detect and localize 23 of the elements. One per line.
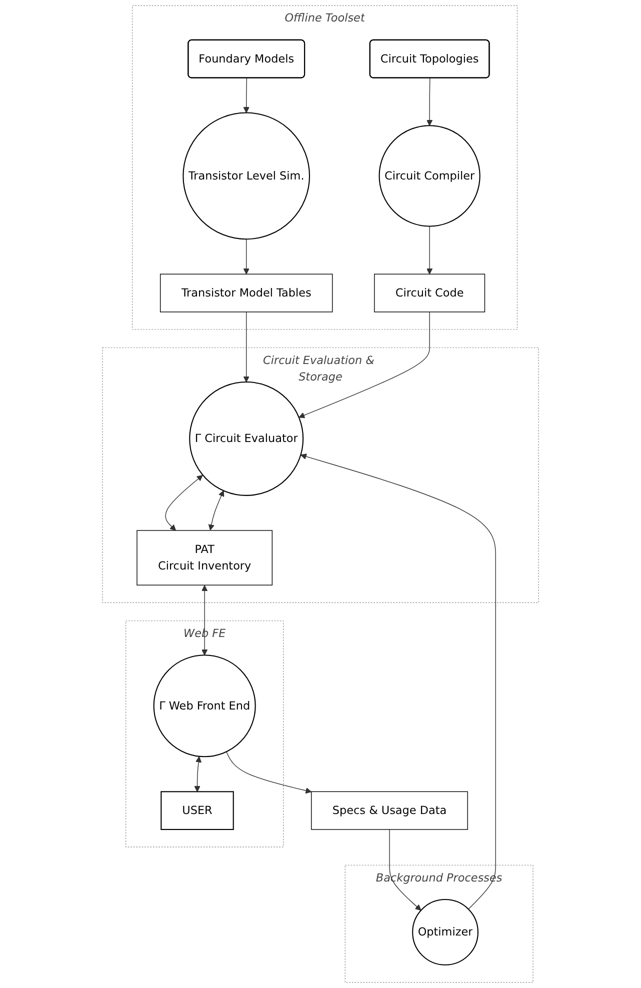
arrow: [243, 238, 250, 274]
node-box: Specs & Usage Data: [311, 791, 468, 830]
node-circle: Γ Circuit Evaluator: [189, 381, 304, 496]
arrow: [243, 78, 250, 114]
arrow: [426, 226, 433, 274]
arrow: [194, 756, 202, 792]
node-box: Circuit Code: [374, 274, 486, 312]
arrow: [165, 474, 203, 531]
arrow: [226, 751, 312, 794]
arrow: [208, 490, 224, 530]
arrow: [202, 585, 208, 656]
arrow: [243, 312, 250, 382]
node-circle: Transistor Level Sim.: [182, 112, 310, 240]
arrow: [426, 78, 433, 126]
node-circle: Optimizer: [412, 899, 478, 966]
arrow: [389, 829, 422, 911]
arrow: [298, 312, 430, 418]
node-circle: Circuit Compiler: [378, 125, 480, 227]
node-box: USER: [160, 791, 234, 830]
node-box: Transistor Model Tables: [160, 274, 333, 312]
arrow: [300, 454, 496, 910]
node-circle: Γ Web Front End: [153, 654, 256, 758]
node-box: PAT Circuit Inventory: [136, 530, 273, 586]
